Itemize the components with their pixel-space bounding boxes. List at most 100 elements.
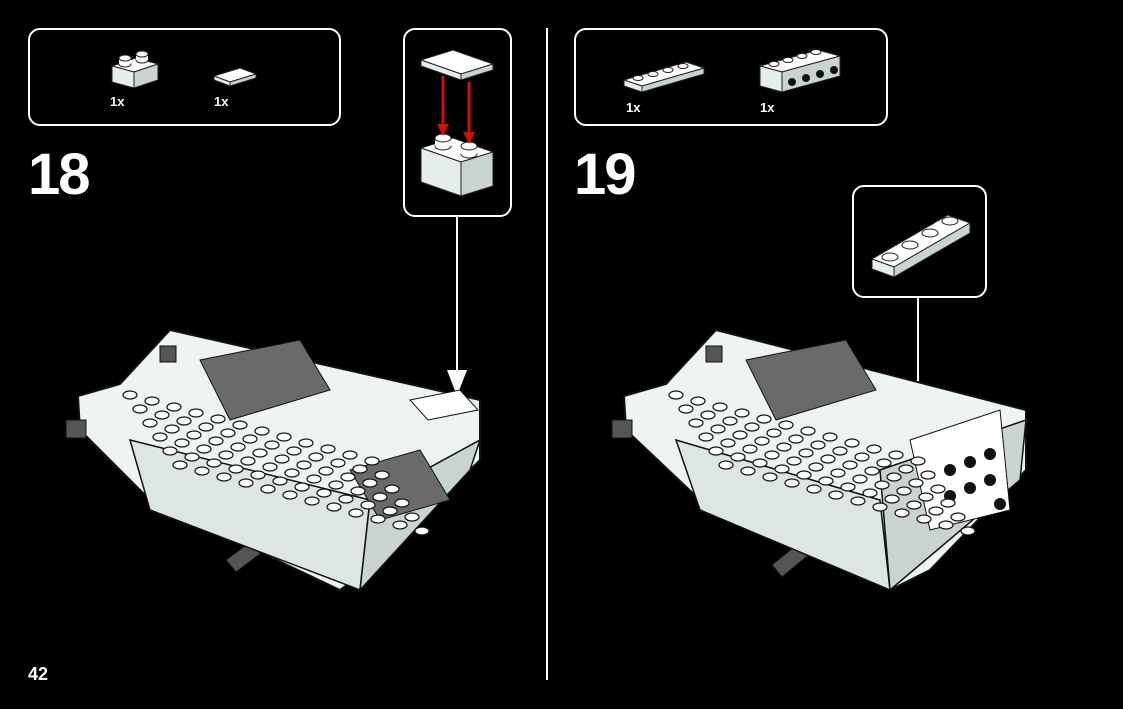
stud [884, 494, 900, 504]
stud [350, 486, 366, 496]
stud [360, 500, 376, 510]
stud [306, 474, 322, 484]
stud [230, 442, 246, 452]
stud [928, 506, 944, 516]
stud [766, 428, 782, 438]
stud [866, 444, 882, 454]
stud [830, 468, 846, 478]
stud [798, 448, 814, 458]
stud [916, 514, 932, 524]
stud [352, 464, 368, 474]
step-18-callout [403, 28, 512, 217]
stud [218, 450, 234, 460]
stud [274, 454, 290, 464]
stud [886, 472, 902, 482]
stud [286, 446, 302, 456]
stud [228, 464, 244, 474]
stud [122, 390, 138, 400]
stud [404, 512, 420, 522]
stud [216, 472, 232, 482]
stud [186, 430, 202, 440]
stud [840, 482, 856, 492]
stud [414, 526, 430, 536]
stud [392, 520, 408, 530]
stud [260, 484, 276, 494]
stud [144, 396, 160, 406]
stud [382, 506, 398, 516]
stud [184, 452, 200, 462]
stud [778, 420, 794, 430]
stud [796, 470, 812, 480]
stud [730, 452, 746, 462]
stud [740, 466, 756, 476]
stud [330, 458, 346, 468]
stud [188, 408, 204, 418]
stud [784, 478, 800, 488]
stud [294, 482, 310, 492]
stud [394, 498, 410, 508]
step-18-parts-list: 1x 1x [28, 28, 341, 126]
stud [316, 488, 332, 498]
stud [240, 456, 256, 466]
stud [786, 456, 802, 466]
stud [910, 456, 926, 466]
stud [894, 508, 910, 518]
stud [734, 408, 750, 418]
plate-1x4-icon [622, 61, 706, 93]
stud [372, 492, 388, 502]
stud [918, 492, 934, 502]
stud [172, 460, 188, 470]
stud [762, 472, 778, 482]
stud [210, 414, 226, 424]
stud [152, 432, 168, 442]
stud [850, 496, 866, 506]
stud [776, 442, 792, 452]
stud [194, 466, 210, 476]
stud [888, 450, 904, 460]
stud [198, 422, 214, 432]
stud [854, 452, 870, 462]
part-qty: 1x [110, 94, 125, 109]
stud [690, 396, 706, 406]
stud [326, 502, 342, 512]
stud [818, 476, 834, 486]
stud [176, 416, 192, 426]
stud [732, 430, 748, 440]
stud [164, 424, 180, 434]
stud [820, 454, 836, 464]
stud [712, 402, 728, 412]
stud [708, 446, 724, 456]
stud [206, 458, 222, 468]
stud [272, 476, 288, 486]
step-19-callout [852, 185, 987, 298]
stud [252, 448, 268, 458]
stud [166, 402, 182, 412]
stud [844, 438, 860, 448]
stud [232, 420, 248, 430]
part-qty: 1x [626, 100, 641, 115]
stud [862, 488, 878, 498]
stud [908, 478, 924, 488]
stud [282, 490, 298, 500]
stud [338, 494, 354, 504]
stud [710, 424, 726, 434]
stud [806, 484, 822, 494]
stud [752, 458, 768, 468]
stud [162, 446, 178, 456]
stud [342, 450, 358, 460]
stud [808, 462, 824, 472]
step-19-parts-list: 1x 1x [574, 28, 888, 126]
stud [328, 480, 344, 490]
stud [756, 414, 772, 424]
tile-onto-brick-diagram [419, 49, 495, 197]
stud [718, 460, 734, 470]
tile-1x2-icon [212, 67, 258, 87]
stud [898, 464, 914, 474]
stud [296, 460, 312, 470]
page-divider [546, 28, 548, 680]
stud [764, 450, 780, 460]
stud [754, 436, 770, 446]
stud [250, 470, 266, 480]
